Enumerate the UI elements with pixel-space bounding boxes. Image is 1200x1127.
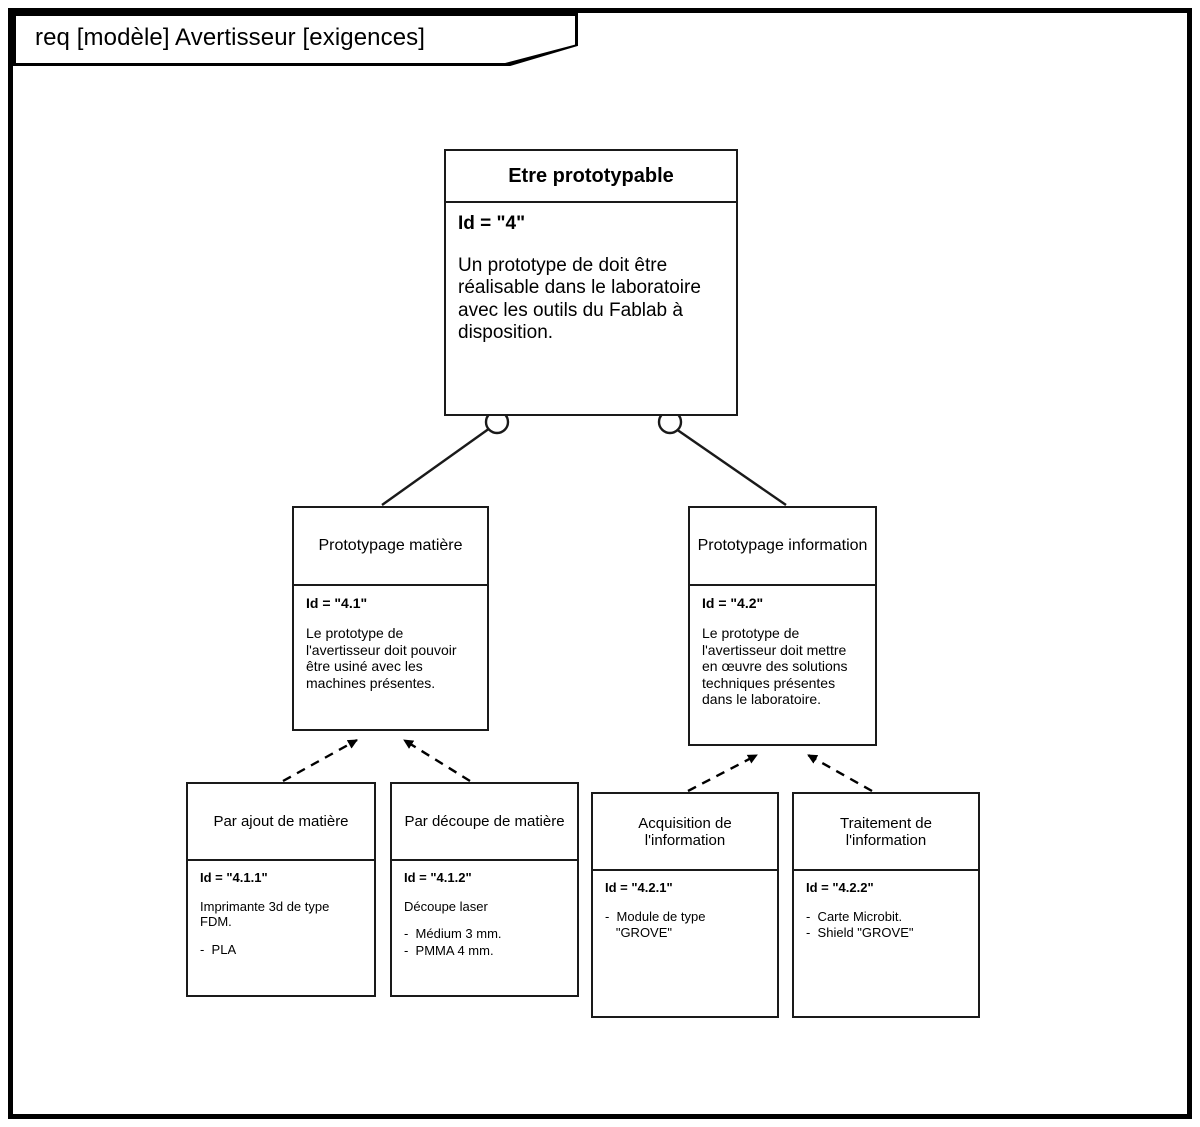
diagram-title: req [modèle] Avertisseur [exigences] [35, 24, 426, 51]
requirement-text: Imprimante 3d de type FDM. [200, 899, 330, 930]
requirement-items: - PLA [200, 942, 362, 958]
requirement-body: Id = "4.1.2" Découpe laser - Médium 3 mm… [392, 861, 577, 965]
requirement-name: Prototypage matière [294, 508, 487, 586]
requirement-name: Par ajout de matière [188, 784, 374, 861]
requirement-text: Un prototype de doit être réalisable dan… [458, 255, 701, 344]
requirement-block-prototypage-matiere[interactable]: Prototypage matière Id = "4.1" Le protot… [292, 506, 489, 731]
requirement-block-par-decoupe-de-matiere[interactable]: Par découpe de matière Id = "4.1.2" Déco… [390, 782, 579, 997]
requirement-body: Id = "4" Un prototype de doit être réali… [446, 203, 736, 351]
requirement-item: - Médium 3 mm. [404, 926, 502, 942]
requirement-body: Id = "4.2" Le prototype de l'avertisseur… [690, 586, 875, 714]
requirement-id: Id = "4.1.1" [200, 870, 268, 885]
requirement-block-traitement-de-l-information[interactable]: Traitement de l'information Id = "4.2.2"… [792, 792, 980, 1018]
requirement-items: - Carte Microbit.- Shield "GROVE" [806, 909, 966, 942]
requirement-block-acquisition-de-l-information[interactable]: Acquisition de l'information Id = "4.2.1… [591, 792, 779, 1018]
requirement-item: - PMMA 4 mm. [404, 942, 494, 958]
requirement-item: - Carte Microbit. [806, 909, 903, 924]
requirement-text: Découpe laser [404, 899, 488, 914]
requirement-block-prototypage-information[interactable]: Prototypage information Id = "4.2" Le pr… [688, 506, 877, 746]
requirement-item: - Shield "GROVE" [806, 925, 914, 941]
title-tab-fill [16, 16, 575, 63]
requirement-body: Id = "4.2.2" - Carte Microbit.- Shield "… [794, 871, 978, 948]
requirement-id: Id = "4.2.1" [605, 880, 673, 895]
requirement-id: Id = "4.2" [702, 595, 764, 611]
requirement-name: Traitement de l'information [794, 794, 978, 871]
diagram-title-tab: req [modèle] Avertisseur [exigences] [13, 13, 578, 66]
requirement-block-par-ajout-de-matiere[interactable]: Par ajout de matière Id = "4.1.1" Imprim… [186, 782, 376, 997]
requirement-items: - Médium 3 mm.- PMMA 4 mm. [404, 926, 565, 959]
requirement-item: "GROVE" [605, 925, 673, 941]
requirement-name: Par découpe de matière [392, 784, 577, 861]
requirement-name: Acquisition de l'information [593, 794, 777, 871]
requirement-block-etre-prototypable[interactable]: Etre prototypable Id = "4" Un prototype … [444, 149, 738, 416]
requirement-id: Id = "4" [458, 213, 526, 234]
requirement-body: Id = "4.1.1" Imprimante 3d de type FDM. … [188, 861, 374, 964]
requirement-name: Prototypage information [690, 508, 875, 586]
requirement-name: Etre prototypable [446, 151, 736, 203]
requirement-body: Id = "4.2.1" - Module de type "GROVE" [593, 871, 777, 948]
requirement-item: - PLA [200, 941, 237, 957]
requirement-id: Id = "4.1" [306, 595, 368, 611]
requirement-item: - Module de type [605, 909, 706, 924]
requirement-id: Id = "4.1.2" [404, 870, 472, 885]
requirement-body: Id = "4.1" Le prototype de l'avertisseur… [294, 586, 487, 697]
requirement-items: - Module de type "GROVE" [605, 909, 765, 942]
requirement-text: Le prototype de l'avertisseur doit mettr… [702, 625, 848, 708]
requirement-id: Id = "4.2.2" [806, 880, 874, 895]
requirement-text: Le prototype de l'avertisseur doit pouvo… [306, 625, 457, 691]
